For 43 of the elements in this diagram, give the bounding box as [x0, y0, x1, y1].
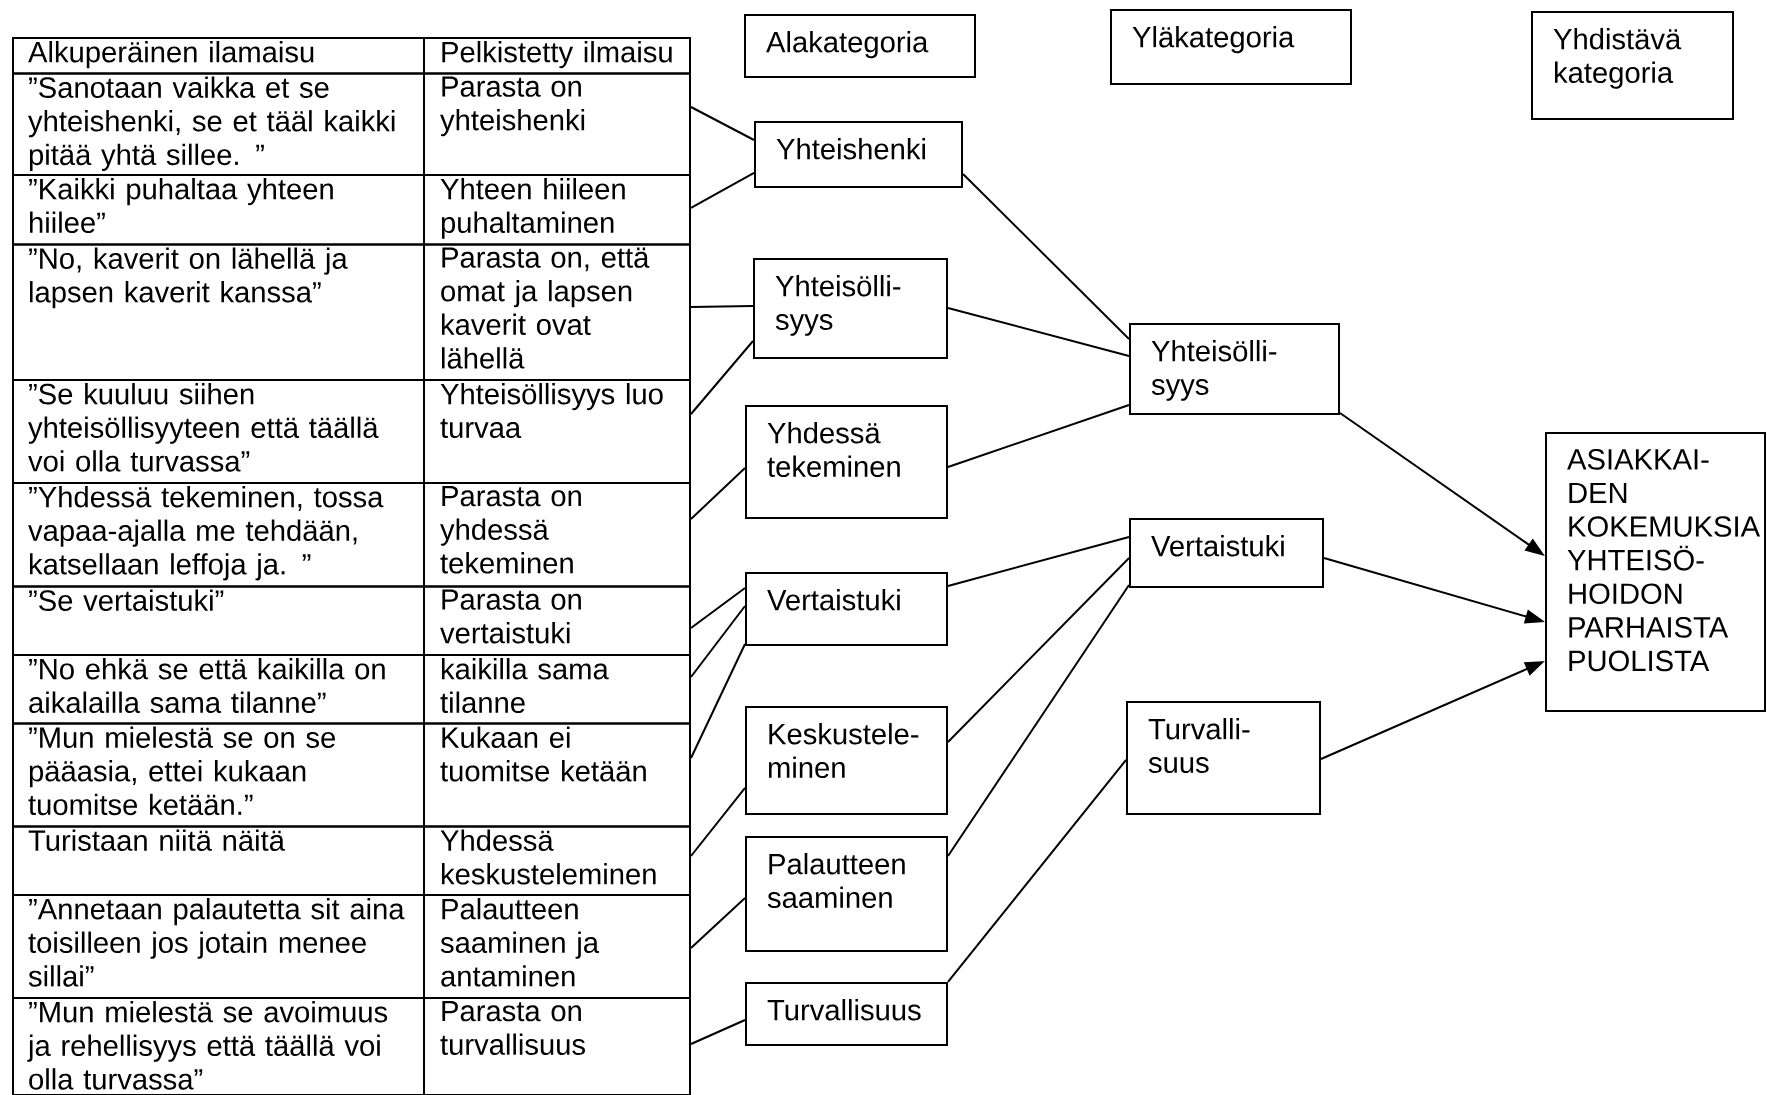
table-row: Turistaan niitä näitä Yhdessä keskusteleminen [12, 824, 691, 896]
connector-line [947, 307, 1130, 357]
table-row: ”Mun mielestä se on se pääasia, ettei kukaan tuomitse ketään.” Kukaan ei tuomitse ketään [12, 721, 691, 828]
category-box: Vertaistuki [745, 572, 948, 646]
connector-line [690, 106, 755, 141]
connector-line [690, 467, 746, 520]
category-box: Turvallisuus [745, 982, 948, 1046]
category-box: Vertaistuki [1129, 518, 1324, 588]
table-header: Alkuperäinen ilamaisu Pelkistetty ilmaisu [12, 36, 691, 75]
table-row: ”Sanotaan vaikka et se yhteishenki, se et tääl kaikki pitää yhtä sillee. ” Parasta on yhteishenki [12, 71, 691, 176]
connector-line [690, 1019, 746, 1045]
connector-line [947, 584, 1130, 857]
category-box: Yhteisölli- syys [1129, 323, 1340, 415]
category-box: Keskustele- minen [745, 706, 948, 815]
heading-box: Alakategoria [744, 14, 976, 78]
connector-line [690, 605, 746, 678]
connector-line [690, 643, 746, 759]
table-row: ”Mun mielestä se avoimuus ja rehellisyys että täällä voi olla turvassa” Parasta on turvallisuus [12, 996, 691, 1095]
heading-box: Yhdistävä kategoria [1531, 11, 1734, 120]
connector-line [690, 340, 754, 415]
connector-line [690, 587, 746, 629]
category-box: Yhdessä tekeminen [745, 405, 948, 519]
category-box: Yhteishenki [754, 121, 963, 188]
category-box: Turvalli- suus [1126, 701, 1321, 815]
connector-line [690, 305, 754, 308]
connector-line [947, 404, 1130, 468]
heading-box: Yläkategoria [1110, 9, 1352, 85]
table-row: ”Kaikki puhaltaa yhteen hiilee” Yhteen hiileen puhaltaminen [12, 173, 691, 246]
connector-line [962, 173, 1130, 340]
connector-line [690, 172, 755, 209]
table-row: ”Se kuuluu siihen yhteisöllisyyteen että täällä voi olla turvassa” Yhteisöllisyys luo turvaa [12, 378, 691, 484]
table-row: ”Yhdessä tekeminen, tossa vapaa-ajalla me tehdään, katsellaan leffoja ja. ” Parasta on yhdessä tekeminen [12, 481, 691, 588]
connector-line [690, 787, 746, 857]
connector-line [947, 536, 1130, 587]
category-box: ASIAKKAI- DEN KOKEMUKSIA YHTEISÖ- HOIDON PARHAISTA PUOLISTA [1545, 432, 1766, 712]
table-row: ”Annetaan palautetta sit aina toisilleen jos jotain menee sillai” Palautteen saaminen ja antaminen [12, 893, 691, 999]
table-row: ”No ehkä se että kaikilla on aikalailla sama tilanne” kaikilla sama tilanne [12, 653, 691, 725]
table-row: ”No, kaverit on lähellä ja lapsen kaverit kanssa” Parasta on, että omat ja lapsen kaverit ovat lähellä [12, 242, 691, 381]
category-box: Palautteen saaminen [745, 836, 948, 952]
connector-line [947, 759, 1127, 983]
connector-line [690, 897, 746, 949]
connector-line [947, 557, 1130, 743]
category-box: Yhteisölli- syys [753, 258, 948, 359]
